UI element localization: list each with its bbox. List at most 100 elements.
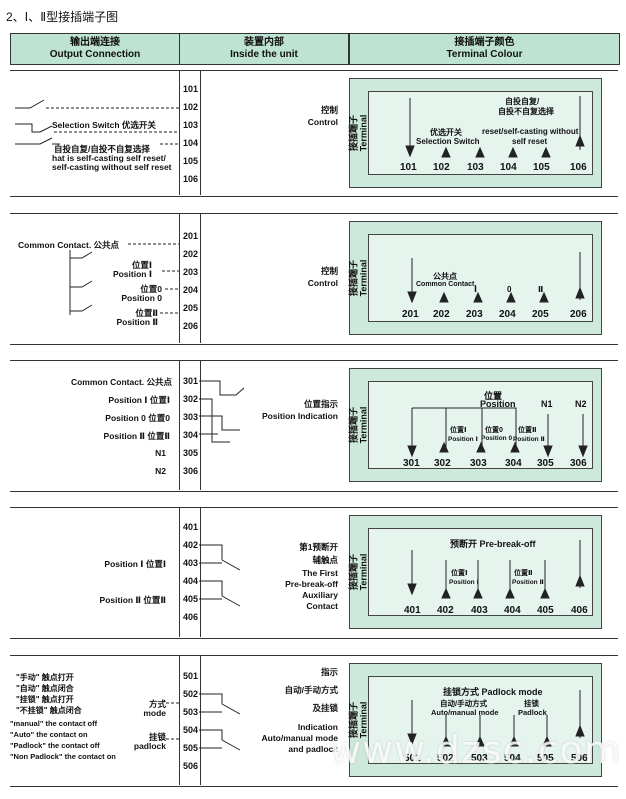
- header-en: Terminal Colour: [446, 49, 523, 60]
- arrow-down-icon: [407, 733, 417, 746]
- terminal-number: 405: [183, 594, 199, 604]
- terminal-number: 403: [183, 558, 199, 568]
- header-cn: 接插端子颜色: [454, 37, 515, 48]
- terminal-number: 506: [183, 761, 199, 771]
- pin-number: 406: [571, 605, 588, 616]
- arrow-up-icon: [540, 587, 550, 599]
- pin-number: 302: [434, 458, 451, 469]
- pin-number: 105: [533, 162, 550, 173]
- section-2: [10, 213, 618, 345]
- header-en: Inside the unit: [230, 49, 298, 60]
- left-label: hat is self-casting self reset/: [52, 153, 166, 163]
- left-label: 位置Ⅱ: [135, 308, 158, 318]
- left-label: Position Ⅰ: [112, 269, 152, 279]
- box-text: Position Ⅱ: [512, 579, 544, 586]
- box-text: reset/self-casting without: [482, 127, 579, 136]
- left-label: "手动" 触点打开: [16, 673, 74, 682]
- pin-number: 401: [404, 605, 421, 616]
- left-label: "Non Padlock" the contact on: [10, 752, 116, 761]
- box-text: 自投不自复选择: [498, 107, 554, 116]
- terminal-number: 504: [183, 725, 199, 735]
- arrow-up-icon: [439, 291, 449, 303]
- arrow-up-icon: [539, 291, 549, 303]
- mid-label: 第1预断开: [299, 542, 338, 552]
- pin-number: 402: [437, 605, 454, 616]
- box-text: N1: [541, 399, 553, 409]
- terminal-number: 304: [183, 430, 199, 440]
- arrow-up-icon: [475, 146, 485, 158]
- terminal-strip: [179, 70, 201, 195]
- switch-symbol: [199, 729, 241, 751]
- box-text: Ⅰ: [474, 285, 477, 294]
- left-label: "Auto" the contact on: [10, 730, 88, 739]
- terminal-number: 203: [183, 267, 199, 277]
- mid-label: Indication: [297, 722, 338, 732]
- header-en: Output Connection: [49, 49, 141, 60]
- pin-number: 202: [433, 309, 450, 320]
- left-label: Common Contact. 公共点: [18, 240, 120, 250]
- box-text: 位置0: [485, 427, 503, 434]
- switch-symbol: [70, 304, 93, 312]
- arrow-up-icon: [441, 587, 451, 599]
- switch-symbol: [199, 544, 241, 571]
- arrow-up-icon: [506, 291, 516, 303]
- arrow-down-icon: [407, 291, 417, 304]
- left-label: "Padlock" the contact off: [10, 741, 100, 750]
- pin-number: 206: [570, 309, 587, 320]
- header-cn: 输出端连接: [70, 37, 120, 48]
- box-text: Position: [480, 399, 516, 409]
- mid-label: 位置指示: [303, 399, 338, 409]
- box-text: Position Ⅰ: [448, 436, 478, 443]
- section-1: [10, 70, 618, 197]
- pin-number: 301: [403, 458, 420, 469]
- left-label: 位置0: [140, 284, 162, 294]
- arrow-up-icon: [575, 286, 585, 299]
- box-text: 位置: [484, 391, 503, 401]
- terminal-number: 202: [183, 249, 199, 259]
- switch-symbol: [235, 387, 245, 396]
- terminal-number: 103: [183, 120, 199, 130]
- arrow-up-icon: [473, 587, 483, 599]
- box-text: 优选开关: [430, 128, 462, 137]
- box-text: Auto/manual mode: [431, 708, 499, 717]
- box-text: Padlock: [518, 708, 547, 717]
- mid-label: 控制: [320, 266, 338, 276]
- arrow-up-icon: [575, 724, 585, 737]
- mid-label: Contact: [306, 601, 338, 611]
- mid-label: Auto/manual mode: [261, 733, 338, 743]
- pin-number: 506: [571, 753, 588, 764]
- left-label: Position Ⅰ 位置Ⅰ: [108, 395, 170, 405]
- switch-symbol: [70, 280, 93, 288]
- arrow-down-icon: [543, 445, 553, 458]
- arrow-down-icon: [407, 583, 417, 596]
- terminal-number: 501: [183, 671, 199, 681]
- wire: [15, 123, 40, 133]
- mid-label: 指示: [320, 667, 338, 677]
- box-text: 0: [507, 285, 512, 294]
- left-label: Position Ⅱ 位置Ⅱ: [103, 431, 170, 441]
- mid-label: Auxiliary: [302, 590, 338, 600]
- box-text: 位置Ⅰ: [450, 427, 467, 434]
- left-label: Position 0 位置0: [105, 413, 170, 423]
- box-text: 自投自复/: [505, 97, 540, 106]
- mid-label: 控制: [320, 105, 338, 115]
- left-label: "自动" 触点闭合: [16, 684, 74, 693]
- pin-number: 304: [505, 458, 522, 469]
- left-label: Position Ⅱ: [116, 317, 159, 327]
- terminal-number: 503: [183, 707, 199, 717]
- left-label: 位置Ⅰ: [131, 260, 152, 270]
- pin-number: 503: [471, 753, 488, 764]
- terminal-number: 404: [183, 576, 199, 586]
- wire: [199, 380, 236, 396]
- left-label: self-casting without self reset: [52, 162, 172, 172]
- switch-symbol: [199, 693, 241, 715]
- box-text: 位置Ⅰ: [451, 570, 468, 577]
- terminal-number: 105: [183, 156, 199, 166]
- mid-label: The First: [302, 568, 338, 578]
- terminal-strip: [179, 655, 201, 785]
